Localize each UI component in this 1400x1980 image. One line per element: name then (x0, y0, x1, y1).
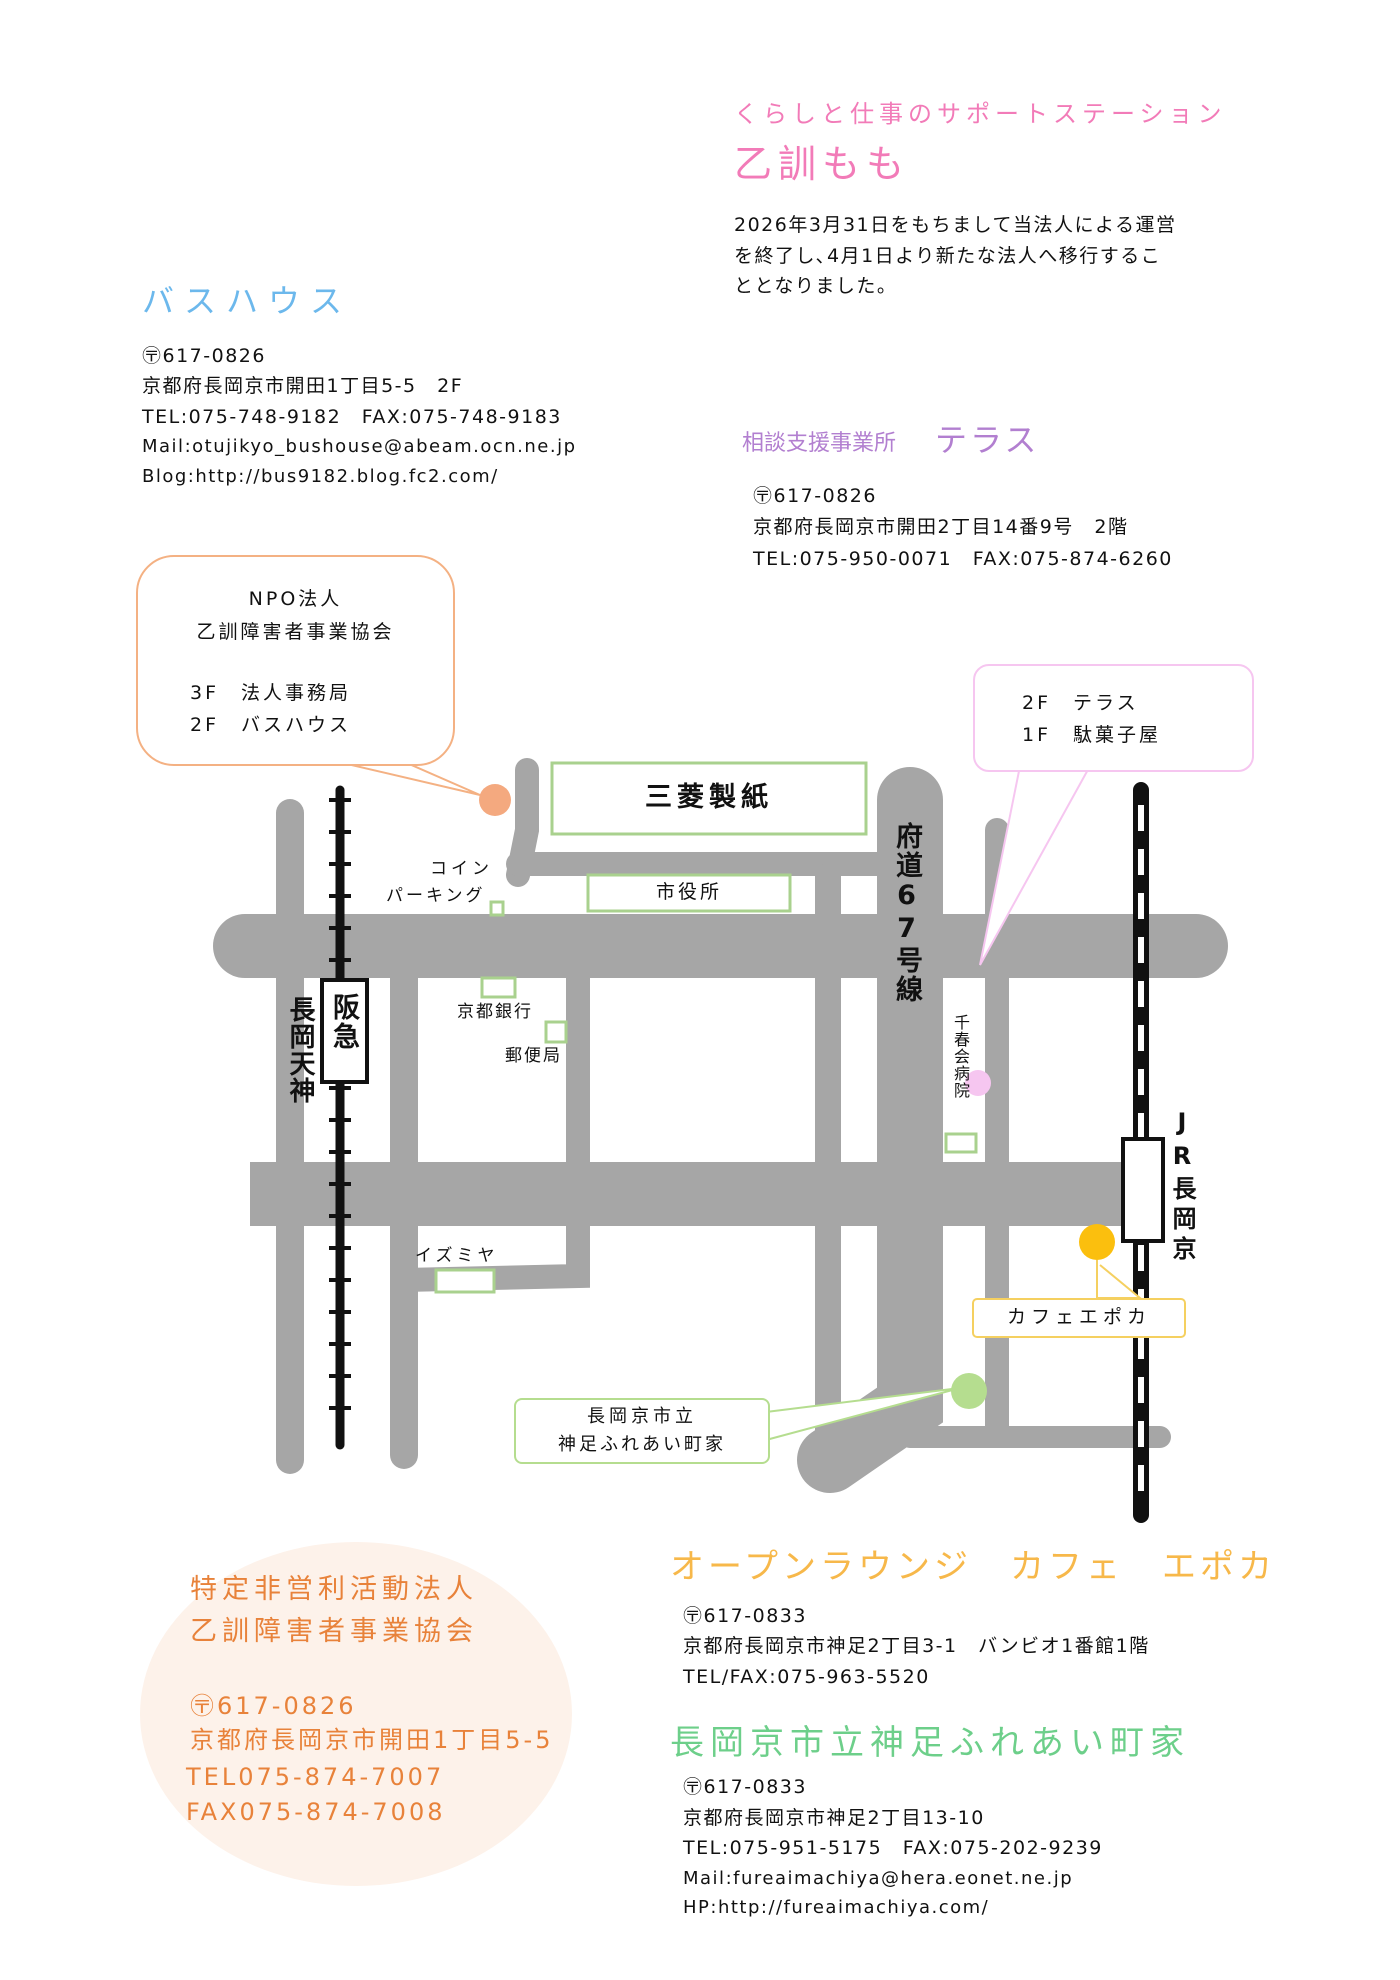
fureai-postal: 〶617-0833 (683, 1776, 807, 1798)
terrace-bubble-tail (979, 765, 1091, 966)
closure-notice-line: ととなりました。 (734, 275, 898, 297)
route-67-label: 府道67号線 (891, 822, 922, 1004)
cafe-epoca-map-label-text: カフェエポカ (1006, 1306, 1151, 1328)
npo-info-phone: TEL075-874-7007 (186, 1763, 445, 1791)
bushouse-title: バスハウス (142, 282, 353, 320)
coin-parking-label: コイン (430, 859, 493, 879)
cafe-epoca-title: オープンラウンジ カフェ エポカ (670, 1547, 1276, 1587)
npo-info-title: 乙訓障害者事業協会 (190, 1616, 478, 1647)
npo-callout-bubble: NPO法人 乙訓障害者事業協会 3F 法人事務局 2F バスハウス (136, 555, 455, 766)
terrace-phone: TEL:075-950-0071 FAX:075-874-6260 (753, 548, 1173, 570)
bushouse-address: 京都府長岡京市開田1丁目5-5 2F (142, 375, 464, 397)
post-office-label: 郵便局 (505, 1046, 562, 1066)
route-67 (797, 767, 943, 1493)
terrace-title: テラス (935, 421, 1040, 459)
bushouse-postal: 〶617-0826 (142, 345, 266, 367)
hospital-building (944, 1132, 978, 1154)
hankyu-station-box (320, 978, 369, 1084)
cafe-epoca-map-label: カフェエポカ (972, 1298, 1186, 1338)
fureai-map-label-text: 神足ふれあい町家 (558, 1434, 726, 1455)
kyoto-bank-label: 京都銀行 (457, 1002, 533, 1022)
roads (213, 758, 1228, 1493)
coin-parking-label: パーキング (386, 886, 486, 906)
city-hall-building (586, 873, 792, 913)
cafe-postal: 〶617-0833 (683, 1605, 807, 1627)
fureai-homepage-link[interactable]: HP:http://fureaimachiya.com/ (683, 1897, 990, 1918)
terrace-address: 京都府長岡京市開田2丁目14番9号 2階 (753, 516, 1129, 538)
npo-bubble-line: 3F 法人事務局 (190, 682, 352, 704)
fureai-phone: TEL:075-951-5175 FAX:075-202-9239 (683, 1837, 1103, 1859)
buildings (434, 761, 978, 1294)
fureai-address: 京都府長岡京市神足2丁目13-10 (683, 1807, 985, 1829)
npo-bubble-line: NPO法人 (248, 588, 343, 610)
cafe-phone: TEL/FAX:075-963-5520 (683, 1666, 930, 1688)
terrace-bubble-line: 1F 駄菓子屋 (1022, 724, 1162, 746)
cafe-address: 京都府長岡京市神足2丁目3-1 バンビオ1番館1階 (683, 1635, 1150, 1657)
fureai-title: 長岡京市立神足ふれあい町家 (670, 1723, 1190, 1763)
npo-info-title: 特定非営利活動法人 (190, 1574, 478, 1605)
fureai-location-dot (951, 1373, 987, 1409)
npo-bubble-line: 2F バスハウス (190, 714, 352, 736)
jr-station-box (1121, 1137, 1165, 1243)
kyoto-bank-building (480, 976, 517, 999)
momo-title: 乙訓もも (734, 142, 911, 186)
nagaoka-tenjin-station-label: 長岡天神 (285, 996, 315, 1104)
izumiya-building (434, 1268, 496, 1294)
terrace-callout-bubble: 2F テラス 1F 駄菓子屋 (973, 664, 1254, 772)
npo-info-background (140, 1542, 572, 1886)
fureai-email-link[interactable]: Mail:fureaimachiya@hera.eonet.ne.jp (683, 1868, 1074, 1889)
bushouse-phone: TEL:075-748-9182 FAX:075-748-9183 (142, 406, 562, 428)
bushouse-blog-link[interactable]: Blog:http://bus9182.blog.fc2.com/ (142, 466, 499, 487)
terrace-prefix: 相談支援事業所 (742, 431, 897, 456)
momo-subtitle: くらしと仕事のサポートステーション (734, 100, 1227, 128)
closure-notice-line: 2026年3月31日をもちまして当法人による運営 (734, 214, 1177, 236)
fureai-map-label: 長岡京市立 神足ふれあい町家 (514, 1398, 770, 1464)
terrace-bubble-line: 2F テラス (1022, 692, 1139, 714)
hankyu-railway (329, 785, 351, 1450)
mitsubishi-paper-building (550, 761, 868, 836)
npo-location-dot (479, 784, 511, 816)
cafe-location-dot (1079, 1224, 1115, 1260)
fureai-map-label-text: 長岡京市立 (587, 1406, 697, 1427)
npo-bubble-line: 乙訓障害者事業協会 (196, 621, 395, 643)
city-hall-label: 市役所 (655, 881, 722, 903)
jr-nagaokakyo-station-label: JR長岡京 (1168, 1108, 1196, 1266)
npo-info-postal: 〶617-0826 (190, 1692, 357, 1720)
bushouse-email-link[interactable]: Mail:otujikyo_bushouse@abeam.ocn.ne.jp (142, 436, 577, 457)
post-office-building (544, 1020, 568, 1044)
hankyu-label: 阪急 (328, 993, 359, 1051)
izumiya-label: イズミヤ (415, 1246, 499, 1266)
coin-parking-building (489, 900, 505, 917)
npo-info-fax: FAX075-874-7008 (186, 1798, 446, 1826)
hospital-label: 千春会病院 (951, 1014, 970, 1099)
mitsubishi-paper-label: 三菱製紙 (645, 782, 773, 813)
terrace-postal: 〶617-0826 (753, 485, 877, 507)
closure-notice-line: を終了し､4月1日より新たな法人へ移行するこ (734, 245, 1162, 267)
hospital-dot (965, 1070, 991, 1096)
npo-info-address: 京都府長岡京市開田1丁目5-5 (190, 1726, 554, 1754)
